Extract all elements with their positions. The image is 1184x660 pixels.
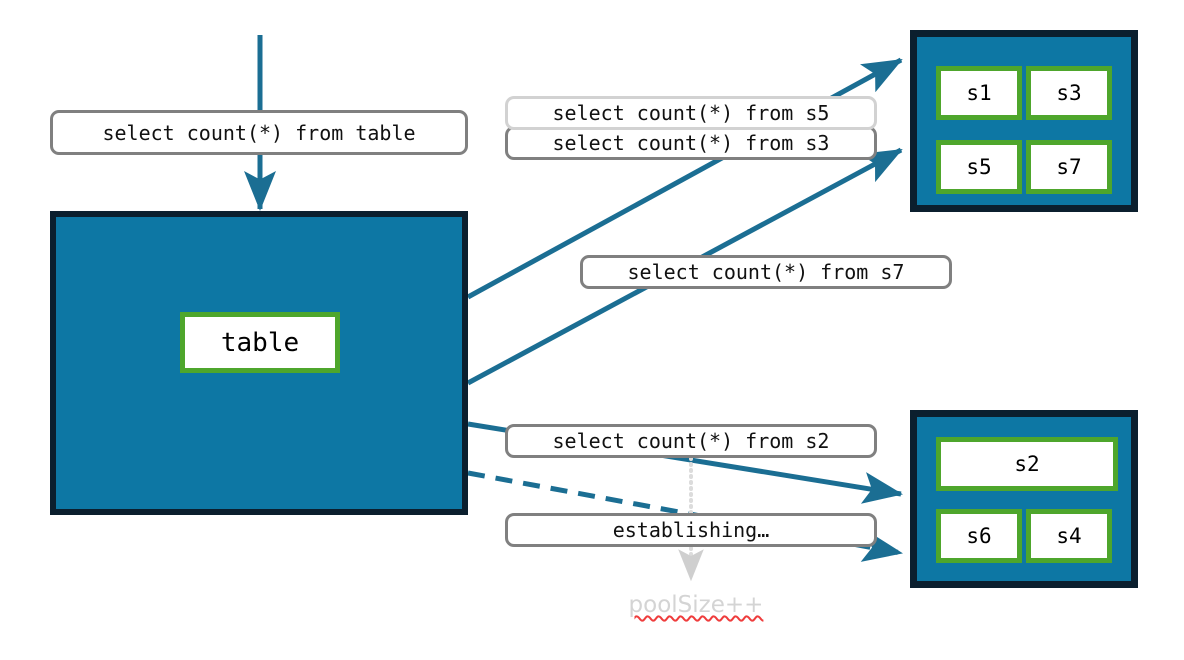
session-label: s4 xyxy=(1056,524,1082,548)
poolsize-annotation: poolSize++ xyxy=(596,592,796,618)
query-label-s5: select count(*) from s5 xyxy=(505,96,877,130)
session-chip-s7: s7 xyxy=(1026,140,1112,194)
table-chip: table xyxy=(180,312,340,373)
query-label-s2: select count(*) from s2 xyxy=(505,424,877,458)
session-label: s1 xyxy=(966,81,992,105)
query-text: select count(*) from s5 xyxy=(552,101,830,125)
query-label-s3: select count(*) from s3 xyxy=(505,126,877,160)
session-chip-s6: s6 xyxy=(936,509,1022,563)
session-chip-s2: s2 xyxy=(936,437,1118,491)
table-chip-label: table xyxy=(220,327,300,358)
query-text: select count(*) from s3 xyxy=(552,131,830,155)
query-label-establishing: establishing… xyxy=(505,513,877,547)
session-label: s5 xyxy=(966,155,992,179)
query-label-s7: select count(*) from s7 xyxy=(580,255,952,289)
poolsize-text: poolSize++ xyxy=(628,592,764,618)
session-label: s2 xyxy=(1014,452,1040,476)
session-label: s3 xyxy=(1056,81,1082,105)
session-chip-s5: s5 xyxy=(936,140,1022,194)
query-text: select count(*) from s2 xyxy=(552,429,830,453)
query-text: select count(*) from table xyxy=(102,120,416,145)
session-chip-s1: s1 xyxy=(936,66,1022,120)
query-text: establishing… xyxy=(612,518,770,542)
session-label: s6 xyxy=(966,524,992,548)
session-chip-s4: s4 xyxy=(1026,509,1112,563)
session-label: s7 xyxy=(1056,155,1082,179)
session-chip-s3: s3 xyxy=(1026,66,1112,120)
query-label-incoming: select count(*) from table xyxy=(50,110,468,155)
query-text: select count(*) from s7 xyxy=(627,260,905,284)
